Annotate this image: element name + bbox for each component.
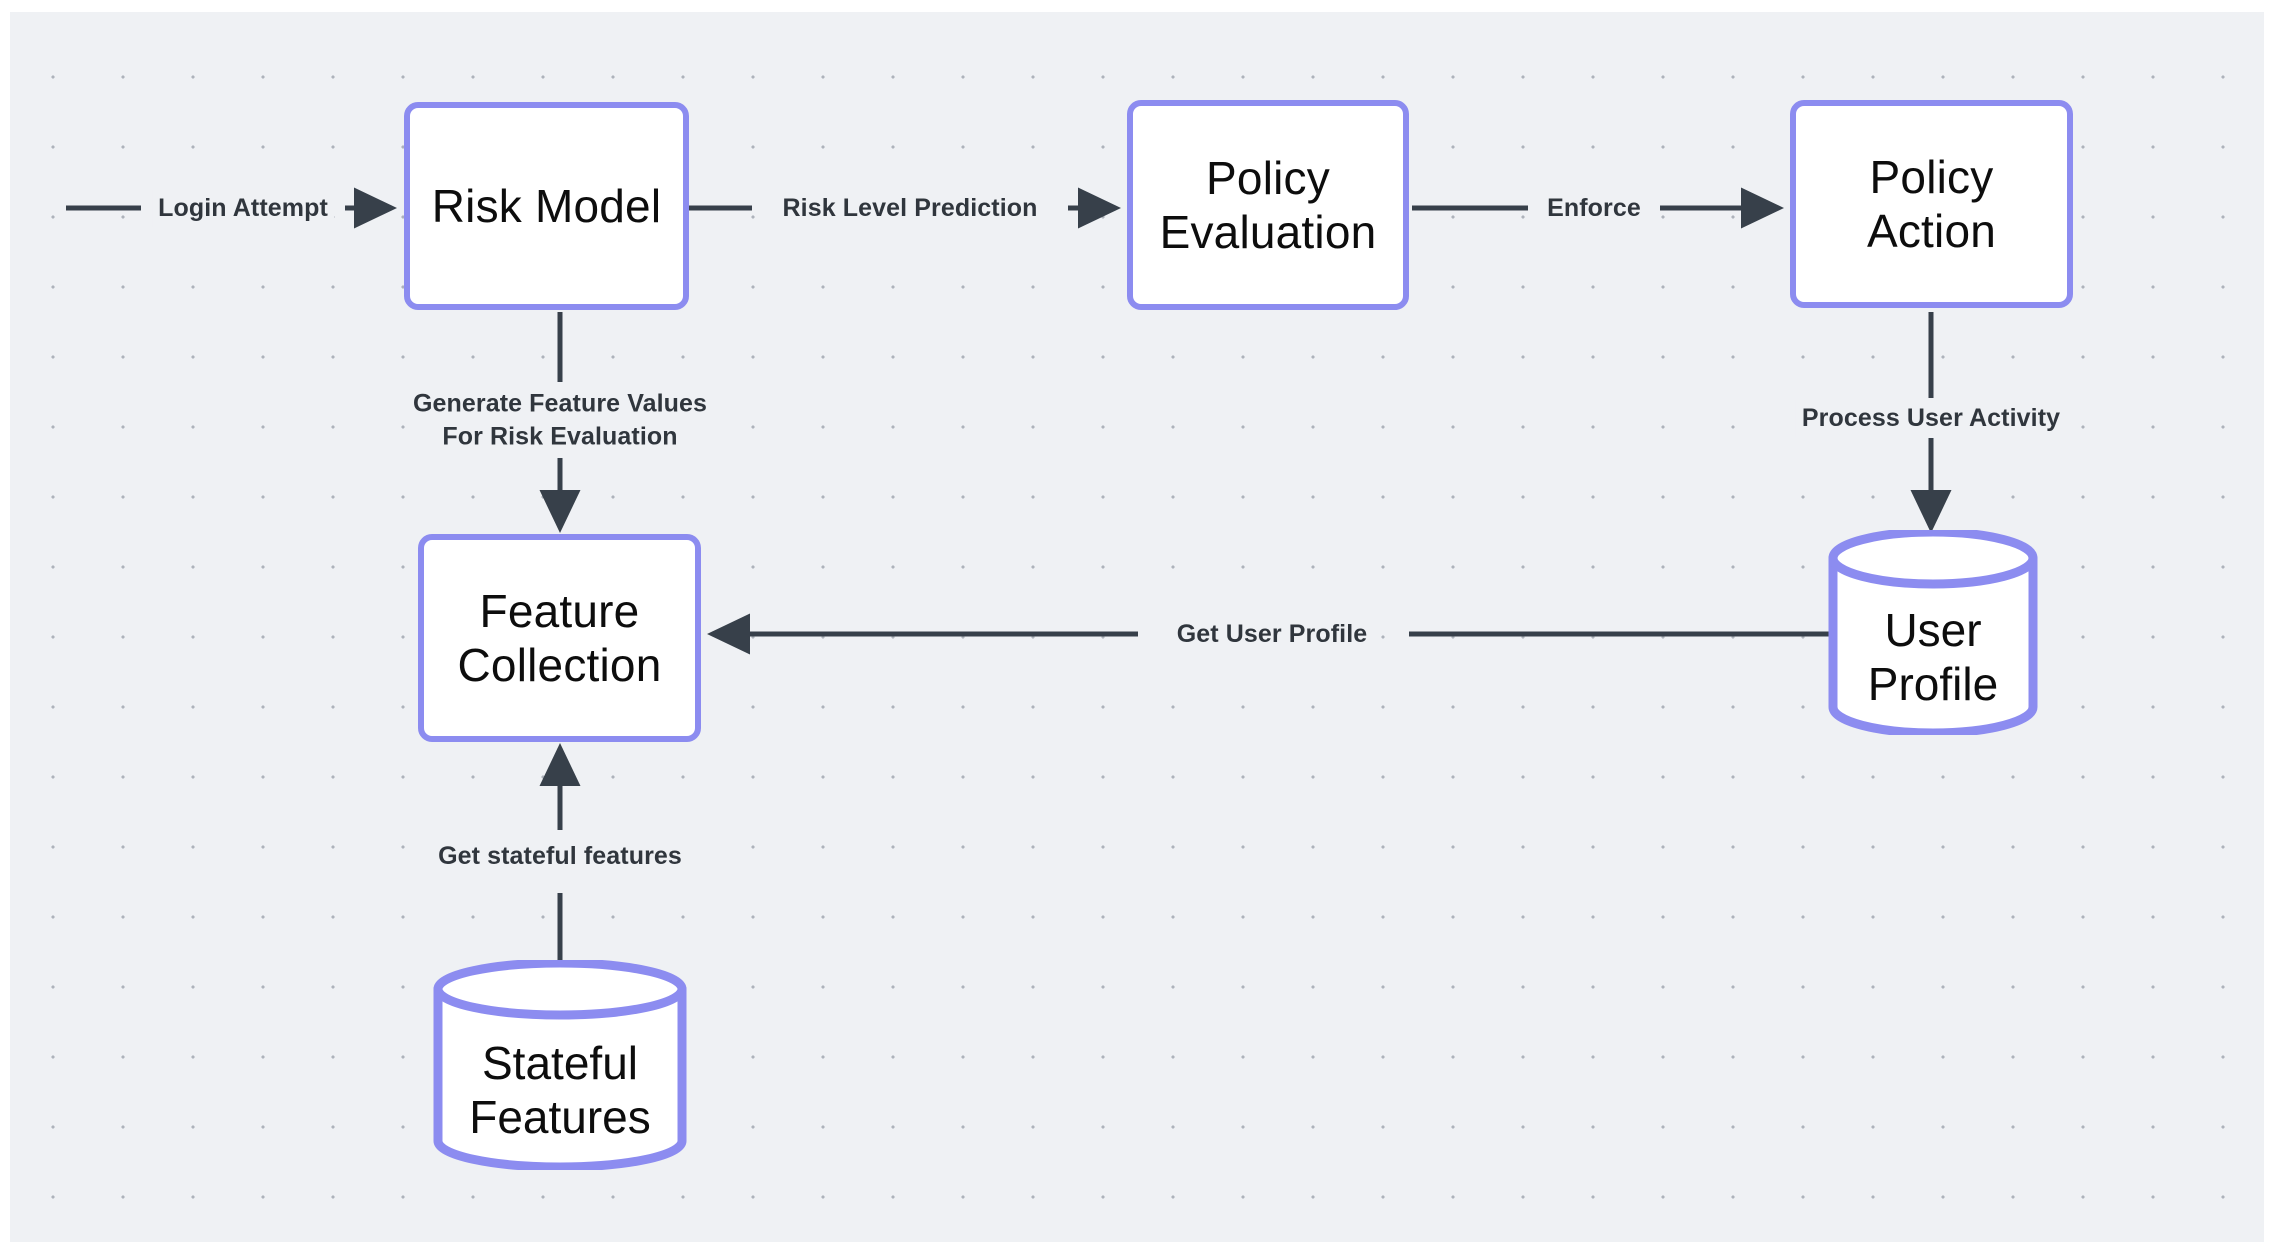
node-policy-evaluation[interactable]: Policy Evaluation xyxy=(1127,100,1409,310)
edge-label-login-attempt: Login Attempt xyxy=(152,189,334,227)
edge-label-risk-level-prediction: Risk Level Prediction xyxy=(776,189,1044,227)
node-policy-action-label: Policy Action xyxy=(1866,150,1997,257)
node-risk-model-label: Risk Model xyxy=(431,179,662,232)
node-feature-collection-label: Feature Collection xyxy=(457,584,662,691)
node-policy-evaluation-label: Policy Evaluation xyxy=(1159,151,1377,258)
user-profile-cylinder-shape xyxy=(1828,527,2038,738)
edge-label-enforce: Enforce xyxy=(1541,189,1647,227)
node-feature-collection[interactable]: Feature Collection xyxy=(418,534,701,742)
edge-label-get-stateful-features: Get stateful features xyxy=(432,837,688,875)
edge-label-get-user-profile: Get User Profile xyxy=(1170,615,1374,653)
edge-label-generate-feature-values: Generate Feature Values For Risk Evaluat… xyxy=(406,385,714,455)
edge-label-process-user-activity: Process User Activity xyxy=(1795,399,2067,437)
node-user-profile[interactable]: User Profile xyxy=(1828,527,2038,738)
stateful-features-cylinder-shape xyxy=(433,958,687,1172)
node-policy-action[interactable]: Policy Action xyxy=(1790,100,2073,308)
node-stateful-features[interactable]: Stateful Features xyxy=(433,958,687,1172)
node-risk-model[interactable]: Risk Model xyxy=(404,102,689,310)
